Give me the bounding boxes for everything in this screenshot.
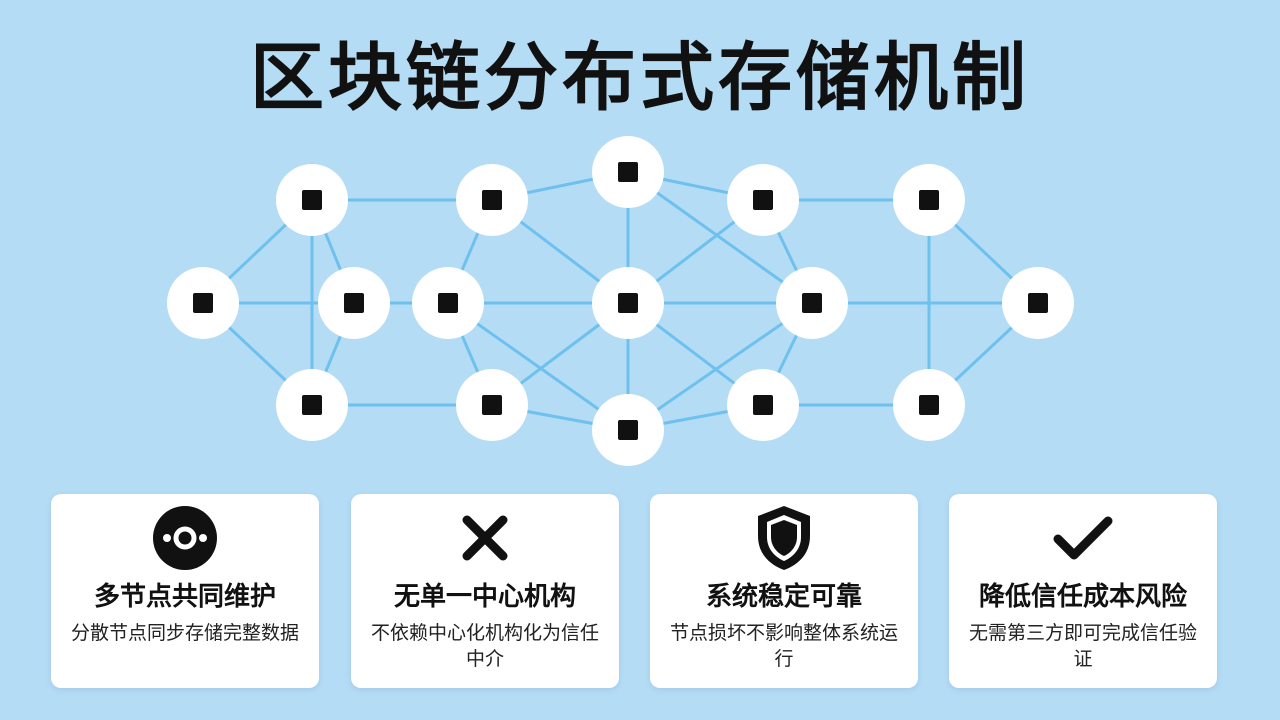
network-node: [893, 164, 965, 236]
network-node: [893, 369, 965, 441]
network-link: [627, 301, 813, 432]
feature-description: 节点损坏不影响整体系统运行: [669, 622, 898, 670]
node-core-icon: [344, 293, 364, 313]
network-node: [592, 136, 664, 208]
node-core-icon: [193, 293, 213, 313]
node-core-icon: [618, 293, 638, 313]
feature-card-stable: 系统稳定可靠 节点损坏不影响整体系统运行: [650, 494, 918, 688]
shield-icon: [650, 506, 918, 570]
node-core-icon: [919, 395, 939, 415]
network-node: [456, 164, 528, 236]
node-core-icon: [438, 293, 458, 313]
node-ring-icon: [51, 506, 319, 570]
feature-description: 无需第三方即可完成信任验证: [968, 622, 1197, 670]
node-core-icon: [482, 395, 502, 415]
network-nodes: [167, 136, 1074, 466]
node-core-icon: [753, 190, 773, 210]
node-core-icon: [919, 190, 939, 210]
node-core-icon: [802, 293, 822, 313]
network-node: [727, 164, 799, 236]
feature-title: 系统稳定可靠: [705, 582, 862, 612]
network-node: [412, 267, 484, 339]
network-link: [447, 301, 629, 432]
network-node: [167, 267, 239, 339]
node-core-icon: [482, 190, 502, 210]
node-core-icon: [302, 190, 322, 210]
network-node: [592, 267, 664, 339]
node-core-icon: [753, 395, 773, 415]
node-core-icon: [1028, 293, 1048, 313]
feature-description: 不依赖中心化机构化为信任中介: [370, 622, 599, 670]
network-node: [276, 369, 348, 441]
network-node: [1002, 267, 1074, 339]
x-mark-icon: [351, 506, 619, 570]
network-link: [627, 170, 813, 305]
feature-card-multi-node: 多节点共同维护 分散节点同步存储完整数据: [51, 494, 319, 688]
feature-description: 分散节点同步存储完整数据: [70, 622, 299, 644]
feature-title: 降低信任成本风险: [978, 582, 1187, 612]
network-node: [456, 369, 528, 441]
feature-title: 无单一中心机构: [393, 582, 576, 612]
network-node: [727, 369, 799, 441]
network-node: [318, 267, 390, 339]
network-node: [776, 267, 848, 339]
network-node: [592, 394, 664, 466]
checkmark-icon: [949, 506, 1217, 570]
node-core-icon: [302, 395, 322, 415]
feature-card-low-trust-cost: 降低信任成本风险 无需第三方即可完成信任验证: [949, 494, 1217, 688]
feature-card-no-center: 无单一中心机构 不依赖中心化机构化为信任中介: [351, 494, 619, 688]
node-core-icon: [618, 162, 638, 182]
feature-title: 多节点共同维护: [93, 582, 276, 612]
network-node: [276, 164, 348, 236]
page-title: 区块链分布式存储机制: [250, 35, 1030, 121]
node-core-icon: [618, 420, 638, 440]
